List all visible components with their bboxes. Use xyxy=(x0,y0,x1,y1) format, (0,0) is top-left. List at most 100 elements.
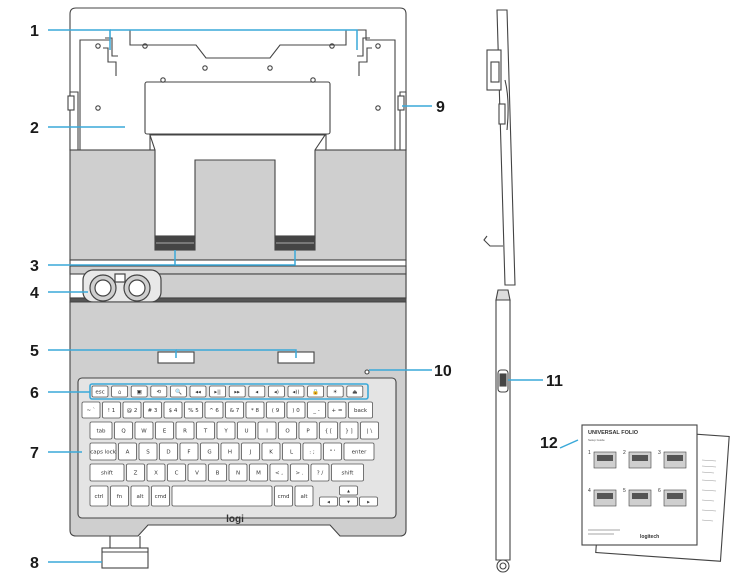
arrow-up-key-label: ▴ xyxy=(347,489,350,495)
z-key-2-label: X xyxy=(154,471,158,477)
z-key-3-label: C xyxy=(175,471,179,477)
speaker-knobs xyxy=(82,269,162,303)
q-key-11-label: { [ xyxy=(325,429,332,435)
num-key-4 xyxy=(163,401,183,419)
num-key-10-label: ) 0 xyxy=(292,408,300,414)
z-key-7 xyxy=(249,463,268,482)
z-key-8-label: < , xyxy=(275,471,283,477)
tablet-holder-plate xyxy=(67,7,407,151)
leaflet-step-detail-2 xyxy=(632,455,648,461)
q-key-1-label: Q xyxy=(121,429,126,435)
z-key-11 xyxy=(331,463,364,482)
q-key-10 xyxy=(298,421,318,440)
arrow-left-key xyxy=(319,496,338,507)
leaflet-logo: logitech xyxy=(640,534,659,540)
side-view xyxy=(483,9,516,573)
leaflet-step-number-1: 1 xyxy=(588,450,591,456)
leaflet-step-number-4: 4 xyxy=(588,488,591,494)
a-key-3-label: D xyxy=(166,450,170,456)
z-key-5 xyxy=(208,463,227,482)
callout-1: 1 xyxy=(30,23,39,40)
leaflet-title: UNIVERSAL FOLIO xyxy=(588,430,639,436)
q-key-12 xyxy=(339,421,359,440)
a-key-1 xyxy=(118,442,137,461)
num-key-6 xyxy=(204,401,224,419)
back-flap xyxy=(69,134,407,261)
bottom-key-0 xyxy=(89,485,109,507)
a-key-9 xyxy=(282,442,301,461)
a-key-12 xyxy=(343,442,375,461)
arrow-left-key-label: ◂ xyxy=(327,500,330,506)
q-key-5-label: T xyxy=(203,429,208,435)
z-key-0 xyxy=(89,463,125,482)
z-key-0-label: shift xyxy=(101,471,114,477)
a-key-4-label: F xyxy=(187,450,190,456)
z-key-8 xyxy=(269,463,289,482)
leader-12 xyxy=(559,439,579,449)
num-key-7-label: & 7 xyxy=(230,408,240,414)
z-key-9 xyxy=(290,463,309,482)
bottom-key-2 xyxy=(130,485,150,507)
a-key-9-label: L xyxy=(290,450,294,456)
fn-key-2 xyxy=(130,385,148,398)
bottom-key-5-label: cmd xyxy=(278,494,290,500)
a-key-1-label: A xyxy=(126,450,130,456)
a-key-0-label: caps lock xyxy=(90,450,116,456)
q-key-0 xyxy=(89,421,113,440)
num-key-2-label: @ 2 xyxy=(127,408,138,414)
fn-key-13-label: ⏏ xyxy=(352,390,357,396)
fn-key-12 xyxy=(326,385,344,398)
num-key-11 xyxy=(307,401,326,419)
fn-key-6 xyxy=(209,385,227,398)
bottom-key-6 xyxy=(294,485,314,507)
z-key-6 xyxy=(228,463,248,482)
fn-key-11-label: 🔒 xyxy=(312,389,319,396)
q-key-13-label: | \ xyxy=(367,429,373,435)
arrow-up-key xyxy=(339,485,358,496)
num-key-12-label: + = xyxy=(332,408,343,414)
bottom-key-0-label: ctrl xyxy=(95,494,104,500)
leaflet-step-number-5: 5 xyxy=(623,488,626,494)
a-key-3 xyxy=(159,442,178,461)
arrow-right-key-label: ▸ xyxy=(367,500,370,506)
num-key-3 xyxy=(143,401,162,419)
bottom-key-1 xyxy=(110,485,129,507)
fn-key-0 xyxy=(91,385,109,398)
num-key-13 xyxy=(348,401,373,419)
q-key-8 xyxy=(257,421,277,440)
z-key-3 xyxy=(167,463,186,482)
num-key-1-label: ! 1 xyxy=(108,408,115,414)
callout-5: 5 xyxy=(30,343,39,360)
a-key-10 xyxy=(302,442,322,461)
a-key-6-label: H xyxy=(228,450,232,456)
leaflet-step-detail-4 xyxy=(597,493,613,499)
q-key-10-label: P xyxy=(306,429,310,435)
leader-5b xyxy=(176,349,297,358)
num-key-1 xyxy=(102,401,121,419)
fn-key-4-label: 🔍 xyxy=(175,388,182,396)
q-key-9-label: O xyxy=(285,429,290,435)
fn-key-9 xyxy=(267,385,285,398)
q-key-13 xyxy=(360,421,379,440)
a-key-6 xyxy=(220,442,240,461)
fn-key-8 xyxy=(248,385,266,398)
fn-key-3-label: ⟲ xyxy=(156,390,161,396)
q-key-3 xyxy=(155,421,174,440)
callout-12: 12 xyxy=(540,435,558,452)
z-key-10 xyxy=(310,463,330,482)
fn-key-1 xyxy=(111,385,128,398)
fn-key-4 xyxy=(169,385,187,398)
z-key-10-label: ? / xyxy=(317,471,324,477)
num-key-8-label: * 8 xyxy=(251,408,259,414)
callout-9: 9 xyxy=(436,99,445,116)
fn-key-1-label: ⌂ xyxy=(118,390,122,396)
fn-key-7-label: ▸▸ xyxy=(234,390,240,396)
arrow-right-key xyxy=(359,496,378,507)
q-key-2-label: W xyxy=(141,429,147,435)
fn-key-0-label: esc xyxy=(95,390,104,396)
z-key-1 xyxy=(126,463,145,482)
a-key-11 xyxy=(323,442,342,461)
